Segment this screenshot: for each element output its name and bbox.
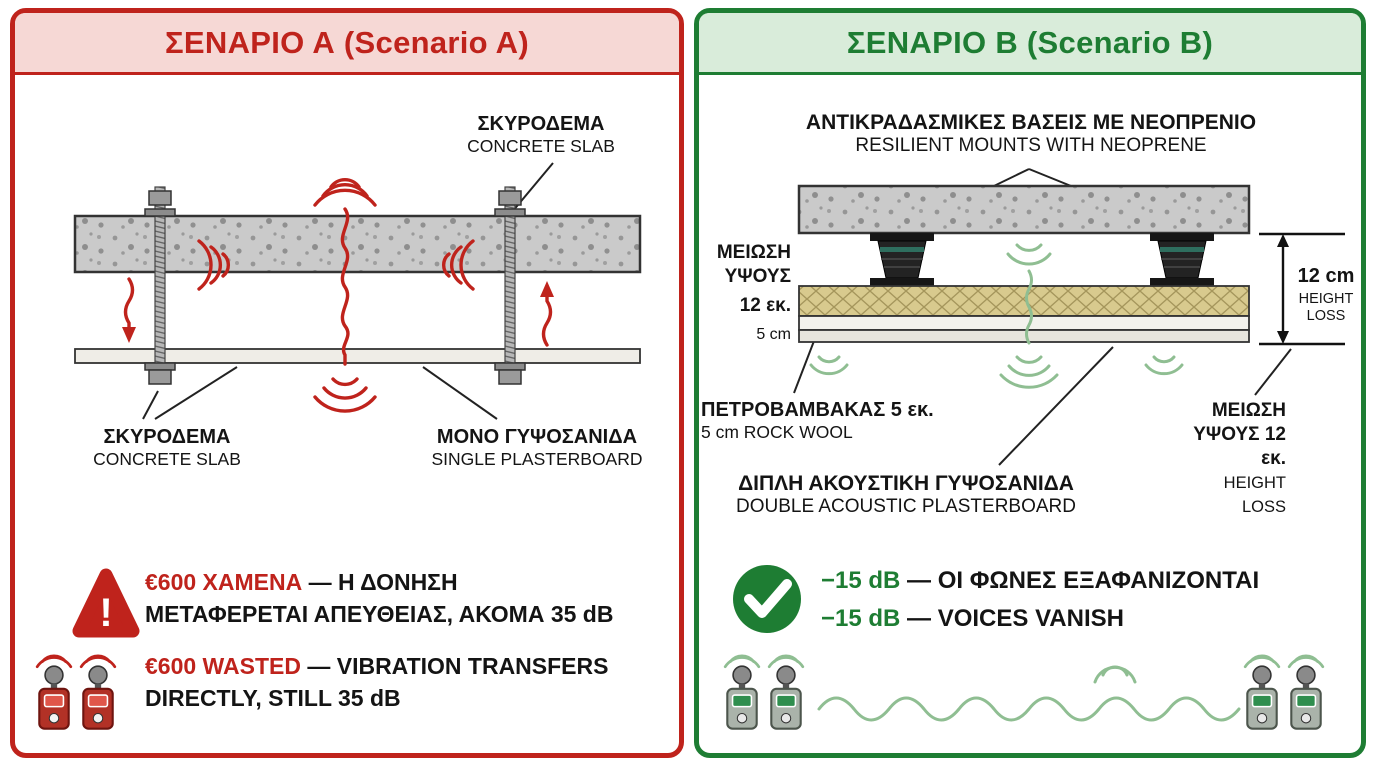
panel-b-header: ΣΕΝΑΡΙΟ Β (Scenario B) <box>699 13 1361 75</box>
attenuated-sound-wave-icon <box>817 665 1241 722</box>
sound-meter-icon <box>1244 654 1280 730</box>
label-height-dimension: 12 cm HEIGHT LOSS <box>1297 265 1355 325</box>
result-a-en-line1: €600 WASTED — VIBRATION TRANSFERS <box>145 653 609 679</box>
result-a-cost-en: €600 WASTED <box>145 653 301 679</box>
result-a-gr-line1: €600 ΧΑΜΕΝΑ — Η ΔΟΝΗΣΗ <box>145 569 458 595</box>
result-a-gr-line2: ΜΕΤΑΦΕΡΕΤΑΙ ΑΠΕΥΘΕΙΑΣ, ΑΚΟΜΑ 35 dB <box>145 601 614 627</box>
result-a-cost-gr: €600 ΧΑΜΕΝΑ <box>145 569 303 595</box>
label-concrete-slab-bottom: ΣΚΥΡΟΔΕΜΑ CONCRETE SLAB <box>93 426 241 469</box>
damped-vibration-waves-icon <box>809 243 1184 389</box>
result-a-en-line2: DIRECTLY, STILL 35 dB <box>145 685 401 711</box>
panel-b-title: ΣΕΝΑΡΙΟ Β (Scenario B) <box>846 24 1214 60</box>
sound-meter-icon <box>724 654 760 730</box>
label-height-loss-right: ΜΕΙΩΣΗ ΥΨΟΥΣ 12 εκ. HEIGHT LOSS <box>1193 400 1286 516</box>
label-resilient-mounts: ΑΝΤΙΚΡΑΔΑΣΜΙΚΕΣ ΒΑΣΕΙΣ ΜΕ ΝΕΟΠΡΕΝΙΟ RESI… <box>805 111 1257 157</box>
result-b-db-en: −15 dB <box>821 605 901 632</box>
label-single-plasterboard: ΜΟΝΟ ΓΥΨΟΣΑΝΙΔΑ SINGLE PLASTERBOARD <box>431 426 643 469</box>
rockwool-layer-graphic <box>798 285 1250 317</box>
svg-text:!: ! <box>99 591 112 635</box>
resilient-mount-left <box>870 233 934 286</box>
plasterboard-layer-2 <box>798 329 1250 343</box>
panel-scenario-b: ΣΕΝΑΡΙΟ Β (Scenario B) <box>694 8 1366 758</box>
sound-meter-icon <box>36 654 72 730</box>
result-b-db-gr: −15 dB <box>821 567 901 594</box>
resilient-mount-right <box>1150 233 1214 286</box>
scenario-a-diagram: ! <box>36 162 642 730</box>
label-rockwool: ΠΕΤΡΟΒΑΜΒΑΚΑΣ 5 εκ. 5 cm ROCK WOOL <box>701 399 934 442</box>
vibration-arrows-icon <box>122 277 554 347</box>
panel-scenario-a: ΣΕΝΑΡΙΟ Α (Scenario A) <box>10 8 684 758</box>
panel-a-header: ΣΕΝΑΡΙΟ Α (Scenario A) <box>15 13 679 75</box>
warning-icon: ! <box>72 568 140 638</box>
concrete-slab-graphic-b <box>797 184 1251 235</box>
hanger-rod-right <box>494 186 526 385</box>
sound-meter-icon <box>768 654 804 730</box>
panel-a-title: ΣΕΝΑΡΙΟ Α (Scenario A) <box>165 24 529 60</box>
result-b-en-line: −15 dB — VOICES VANISH <box>821 605 1124 632</box>
vibration-waves-icon <box>197 177 475 413</box>
label-concrete-slab-top: ΣΚΥΡΟΔΕΜΑ CONCRETE SLAB <box>467 113 615 156</box>
sound-meter-icon <box>80 654 116 730</box>
scenario-b-diagram <box>724 168 1345 730</box>
concrete-slab-graphic-a <box>73 214 642 274</box>
label-height-loss-left: ΜΕΙΩΣΗ ΥΨΟΥΣ 12 εκ. 5 cm <box>716 242 791 343</box>
hanger-rod-left <box>144 186 176 385</box>
plasterboard-graphic-a <box>74 348 641 364</box>
height-dimension-arrow <box>1259 232 1345 346</box>
label-double-plasterboard: ΔΙΠΛΗ ΑΚΟΥΣΤΙΚΗ ΓΥΨΟΣΑΝΙΔΑ DOUBLE ACOUST… <box>736 472 1076 518</box>
check-icon <box>733 565 801 633</box>
result-b-gr-line: −15 dB — ΟΙ ΦΩΝΕΣ ΕΞΑΦΑΝΙΖΟΝΤΑΙ <box>821 567 1260 594</box>
sound-meter-icon <box>1288 654 1324 730</box>
plasterboard-layer-1 <box>798 315 1250 331</box>
